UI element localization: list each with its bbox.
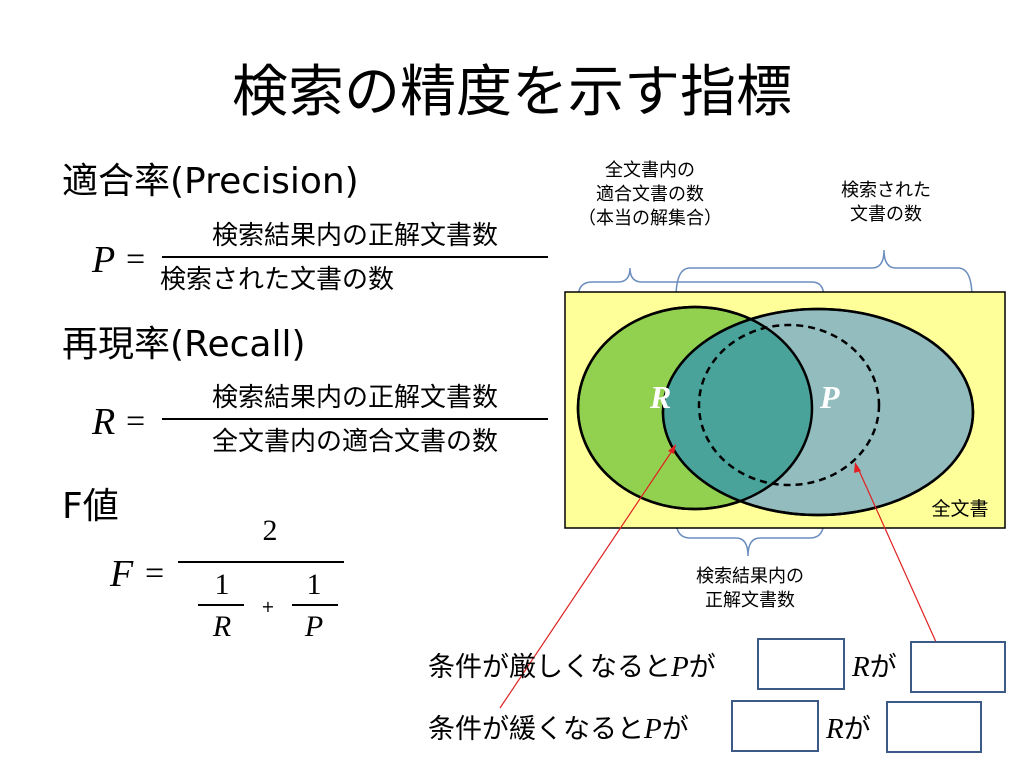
- precision-symbol: P: [92, 239, 116, 281]
- fvalue-main-fraction-line: [178, 561, 344, 563]
- recall-equals: =: [126, 403, 146, 440]
- fvalue-symbol: F: [110, 553, 134, 595]
- fvalue-numerator: 2: [262, 514, 278, 547]
- intersection-label-line2: 正解文書数: [705, 590, 795, 611]
- strict-recall-text: Rが: [852, 650, 897, 685]
- recall-heading: 再現率(Recall): [62, 324, 306, 365]
- relevant-label-line2: 適合文書の数: [596, 184, 704, 205]
- intersection-label-line1: 検索結果内の: [696, 566, 804, 587]
- intersection-area: [663, 309, 812, 509]
- loose-ga2: が: [843, 714, 871, 745]
- recall-numerator: 検索結果内の正解文書数: [211, 383, 498, 413]
- precision-fraction-line: [162, 256, 548, 258]
- loose-ga1: が: [661, 714, 689, 745]
- fvalue-sub-fraction-line-a: [198, 604, 244, 606]
- loose-recall-text: Rが: [826, 712, 871, 747]
- circle-label-r: R: [649, 379, 671, 415]
- loose-prefix: 条件が緩くなると: [428, 714, 644, 745]
- loose-p-symbol: P: [644, 713, 662, 745]
- strict-ga2: が: [869, 652, 897, 683]
- fvalue-one-b: 1: [306, 568, 322, 601]
- fvalue-sub-fraction-line-b: [292, 604, 338, 606]
- fvalue-den-p: P: [304, 610, 324, 643]
- strict-p-symbol: P: [671, 651, 689, 683]
- circle-label-p: P: [819, 379, 840, 415]
- arrow-to-p: [856, 465, 937, 643]
- strict-r-symbol: R: [852, 651, 870, 683]
- recall-fraction-line: [162, 418, 548, 420]
- precision-numerator: 検索結果内の正解文書数: [211, 221, 498, 251]
- strict-ga1: が: [688, 652, 716, 683]
- loose-condition-text: 条件が緩くなるとPが: [428, 712, 689, 747]
- loose-r-symbol: R: [826, 713, 844, 745]
- loose-recall-answer-box[interactable]: [886, 701, 982, 753]
- relevant-brace: [577, 267, 825, 299]
- intersection-brace: [675, 519, 825, 557]
- precision-denominator: 検索された文書の数: [160, 265, 395, 295]
- precision-heading: 適合率(Precision): [62, 161, 359, 202]
- page-title: 検索の精度を示す指標: [232, 60, 792, 125]
- relevant-label-line3: （本当の解集合）: [578, 208, 722, 229]
- all-documents-label: 全文書: [931, 498, 989, 520]
- recall-denominator: 全文書内の適合文書の数: [211, 427, 498, 457]
- strict-recall-answer-box[interactable]: [910, 641, 1006, 693]
- relevant-label-line1: 全文書内の: [605, 160, 695, 181]
- strict-precision-answer-box[interactable]: [757, 638, 845, 690]
- retrieved-brace: [675, 249, 973, 299]
- fvalue-heading: F値: [62, 486, 119, 527]
- recall-symbol: R: [92, 401, 116, 443]
- fvalue-one-a: 1: [214, 568, 230, 601]
- dashed-retrieval-circle: [697, 323, 881, 487]
- fvalue-plus: +: [261, 597, 275, 616]
- arrow-to-r: [499, 447, 675, 709]
- precision-equals: =: [126, 241, 146, 278]
- strict-prefix: 条件が厳しくなると: [428, 652, 671, 683]
- loose-precision-answer-box[interactable]: [731, 700, 819, 752]
- retrieved-label-line1: 検索された: [841, 180, 931, 201]
- strict-condition-text: 条件が厳しくなるとPが: [428, 650, 716, 685]
- fvalue-den-r: R: [212, 610, 232, 643]
- fvalue-equals: =: [145, 555, 165, 592]
- retrieved-label-line2: 文書の数: [850, 204, 922, 225]
